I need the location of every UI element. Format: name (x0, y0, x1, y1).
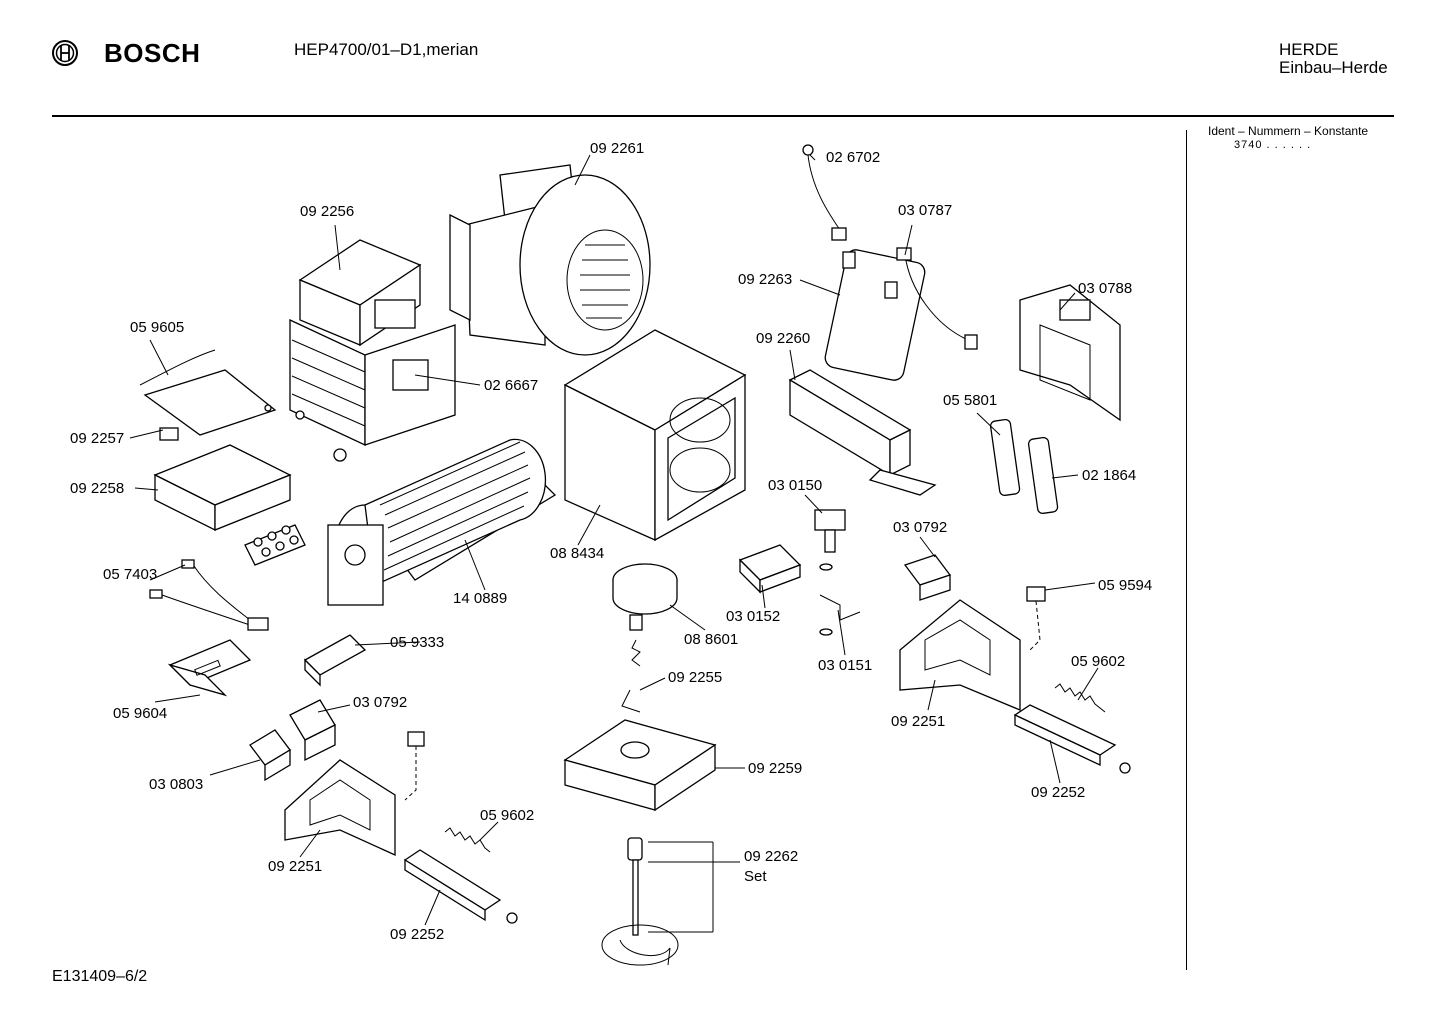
part-label: 03 0151 (818, 657, 872, 674)
part-label: 09 2263 (738, 271, 792, 288)
part-label: 03 0803 (149, 776, 203, 793)
door-latch-left-drawing (284, 731, 425, 857)
part-label: 09 2251 (268, 858, 322, 875)
turntable-motor-drawing (612, 563, 678, 667)
mounting-plate-drawing (167, 639, 252, 697)
part-label: 09 2251 (891, 713, 945, 730)
mounting-bracket-drawing (1019, 284, 1121, 422)
part-label: 09 2260 (756, 330, 810, 347)
wiring-harness-drawing (149, 559, 269, 631)
part-label: 08 8434 (550, 545, 604, 562)
part-label: 03 0792 (893, 519, 947, 536)
door-latch-right-drawing (899, 586, 1046, 711)
part-label: 03 0792 (353, 694, 407, 711)
cover-plate-drawing (139, 349, 277, 441)
part-label: 09 2261 (590, 140, 644, 157)
part-label: 03 0787 (898, 202, 952, 219)
latch-spring-left-drawing (403, 827, 518, 924)
part-label: 05 5801 (943, 392, 997, 409)
part-label: 05 9604 (113, 705, 167, 722)
part-labels: 09 2261 02 6702 03 0787 09 2256 09 2263 … (70, 140, 1152, 943)
part-label: 09 2259 (748, 760, 802, 777)
relay-drawing (738, 544, 802, 594)
part-label: 02 1864 (1082, 467, 1136, 484)
part-label: 14 0889 (453, 590, 507, 607)
part-label: Set (744, 868, 767, 885)
part-label: 09 2255 (668, 669, 722, 686)
switch-holder-drawing (303, 634, 367, 687)
part-label: 03 0150 (768, 477, 822, 494)
part-label: 09 2256 (300, 203, 354, 220)
drawing-number: E131409–6/2 (52, 968, 148, 985)
choke-core-drawing (563, 329, 747, 542)
blower-housing-drawing (449, 164, 651, 356)
header-divider (52, 115, 1394, 117)
category-subtitle: Einbau–Herde (1279, 58, 1388, 77)
part-label: 05 9602 (1071, 653, 1125, 670)
fuse-drawing (989, 418, 1059, 515)
part-label: 05 9333 (390, 634, 444, 651)
tangential-fan-drawing (327, 438, 557, 606)
part-label: 02 6702 (826, 149, 880, 166)
part-label: 03 0152 (726, 608, 780, 625)
model-number: HEP4700/01–D1,merian (294, 40, 479, 59)
microswitch-right-drawing (903, 554, 952, 601)
capacitor-bracket-drawing (788, 369, 937, 496)
brand-name: BOSCH (104, 38, 201, 68)
tray-drawing (153, 444, 292, 532)
part-label: 05 9605 (130, 319, 184, 336)
part-label: 09 2262 (744, 848, 798, 865)
part-label: 08 8601 (684, 631, 738, 648)
sidebar-divider (1186, 130, 1187, 970)
microswitch-left-drawing (249, 699, 336, 782)
part-label: 09 2258 (70, 480, 124, 497)
latch-spring-right-drawing (1013, 683, 1131, 774)
part-label: 05 7403 (103, 566, 157, 583)
terminal-block-drawing (244, 524, 306, 566)
capacitor-drawing (824, 247, 978, 381)
part-label: 09 2257 (70, 430, 124, 447)
part-label: 02 6667 (484, 377, 538, 394)
part-label: 09 2252 (390, 926, 444, 943)
thermostat-drawing (814, 509, 861, 636)
transformer-drawing (289, 239, 456, 462)
leader-lines (129, 154, 1099, 933)
stirrer-cover-drawing (563, 689, 717, 812)
part-label: 03 0788 (1078, 280, 1132, 297)
part-label: 09 2252 (1031, 784, 1085, 801)
wire-lead-drawing (802, 144, 847, 241)
stirrer-shaft-drawing (601, 837, 679, 966)
ident-label: Ident – Nummern – Konstante (1208, 124, 1369, 138)
part-label: 05 9602 (480, 807, 534, 824)
ident-value: 3740 . . . . . . (1234, 139, 1312, 151)
bosch-logo-icon (52, 40, 78, 66)
part-label: 05 9594 (1098, 577, 1152, 594)
category-title: HERDE (1279, 40, 1339, 59)
